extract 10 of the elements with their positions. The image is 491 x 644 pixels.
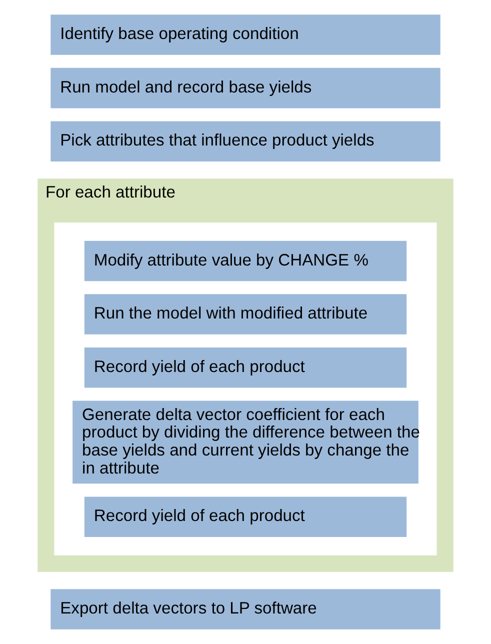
node-box: Identify base operating condition: [48, 12, 443, 58]
node-box: Export delta vectors to LP software: [48, 586, 443, 632]
cluster: [54, 222, 437, 556]
node-box: Pick attributes that influence product yields: [48, 118, 443, 164]
node-box: Run the model with modified attribute: [82, 292, 409, 337]
node-box: Generate delta vector coefficient for each product by dividing the difference between the base yields and current yields by change the in attribute: [70, 398, 421, 486]
node-box: Record yield of each product: [82, 494, 409, 540]
node-box: Record yield of each product: [82, 345, 409, 390]
node-box: Run model and record base yields: [48, 66, 443, 111]
node-box: Modify attribute value by CHANGE %: [82, 238, 409, 284]
